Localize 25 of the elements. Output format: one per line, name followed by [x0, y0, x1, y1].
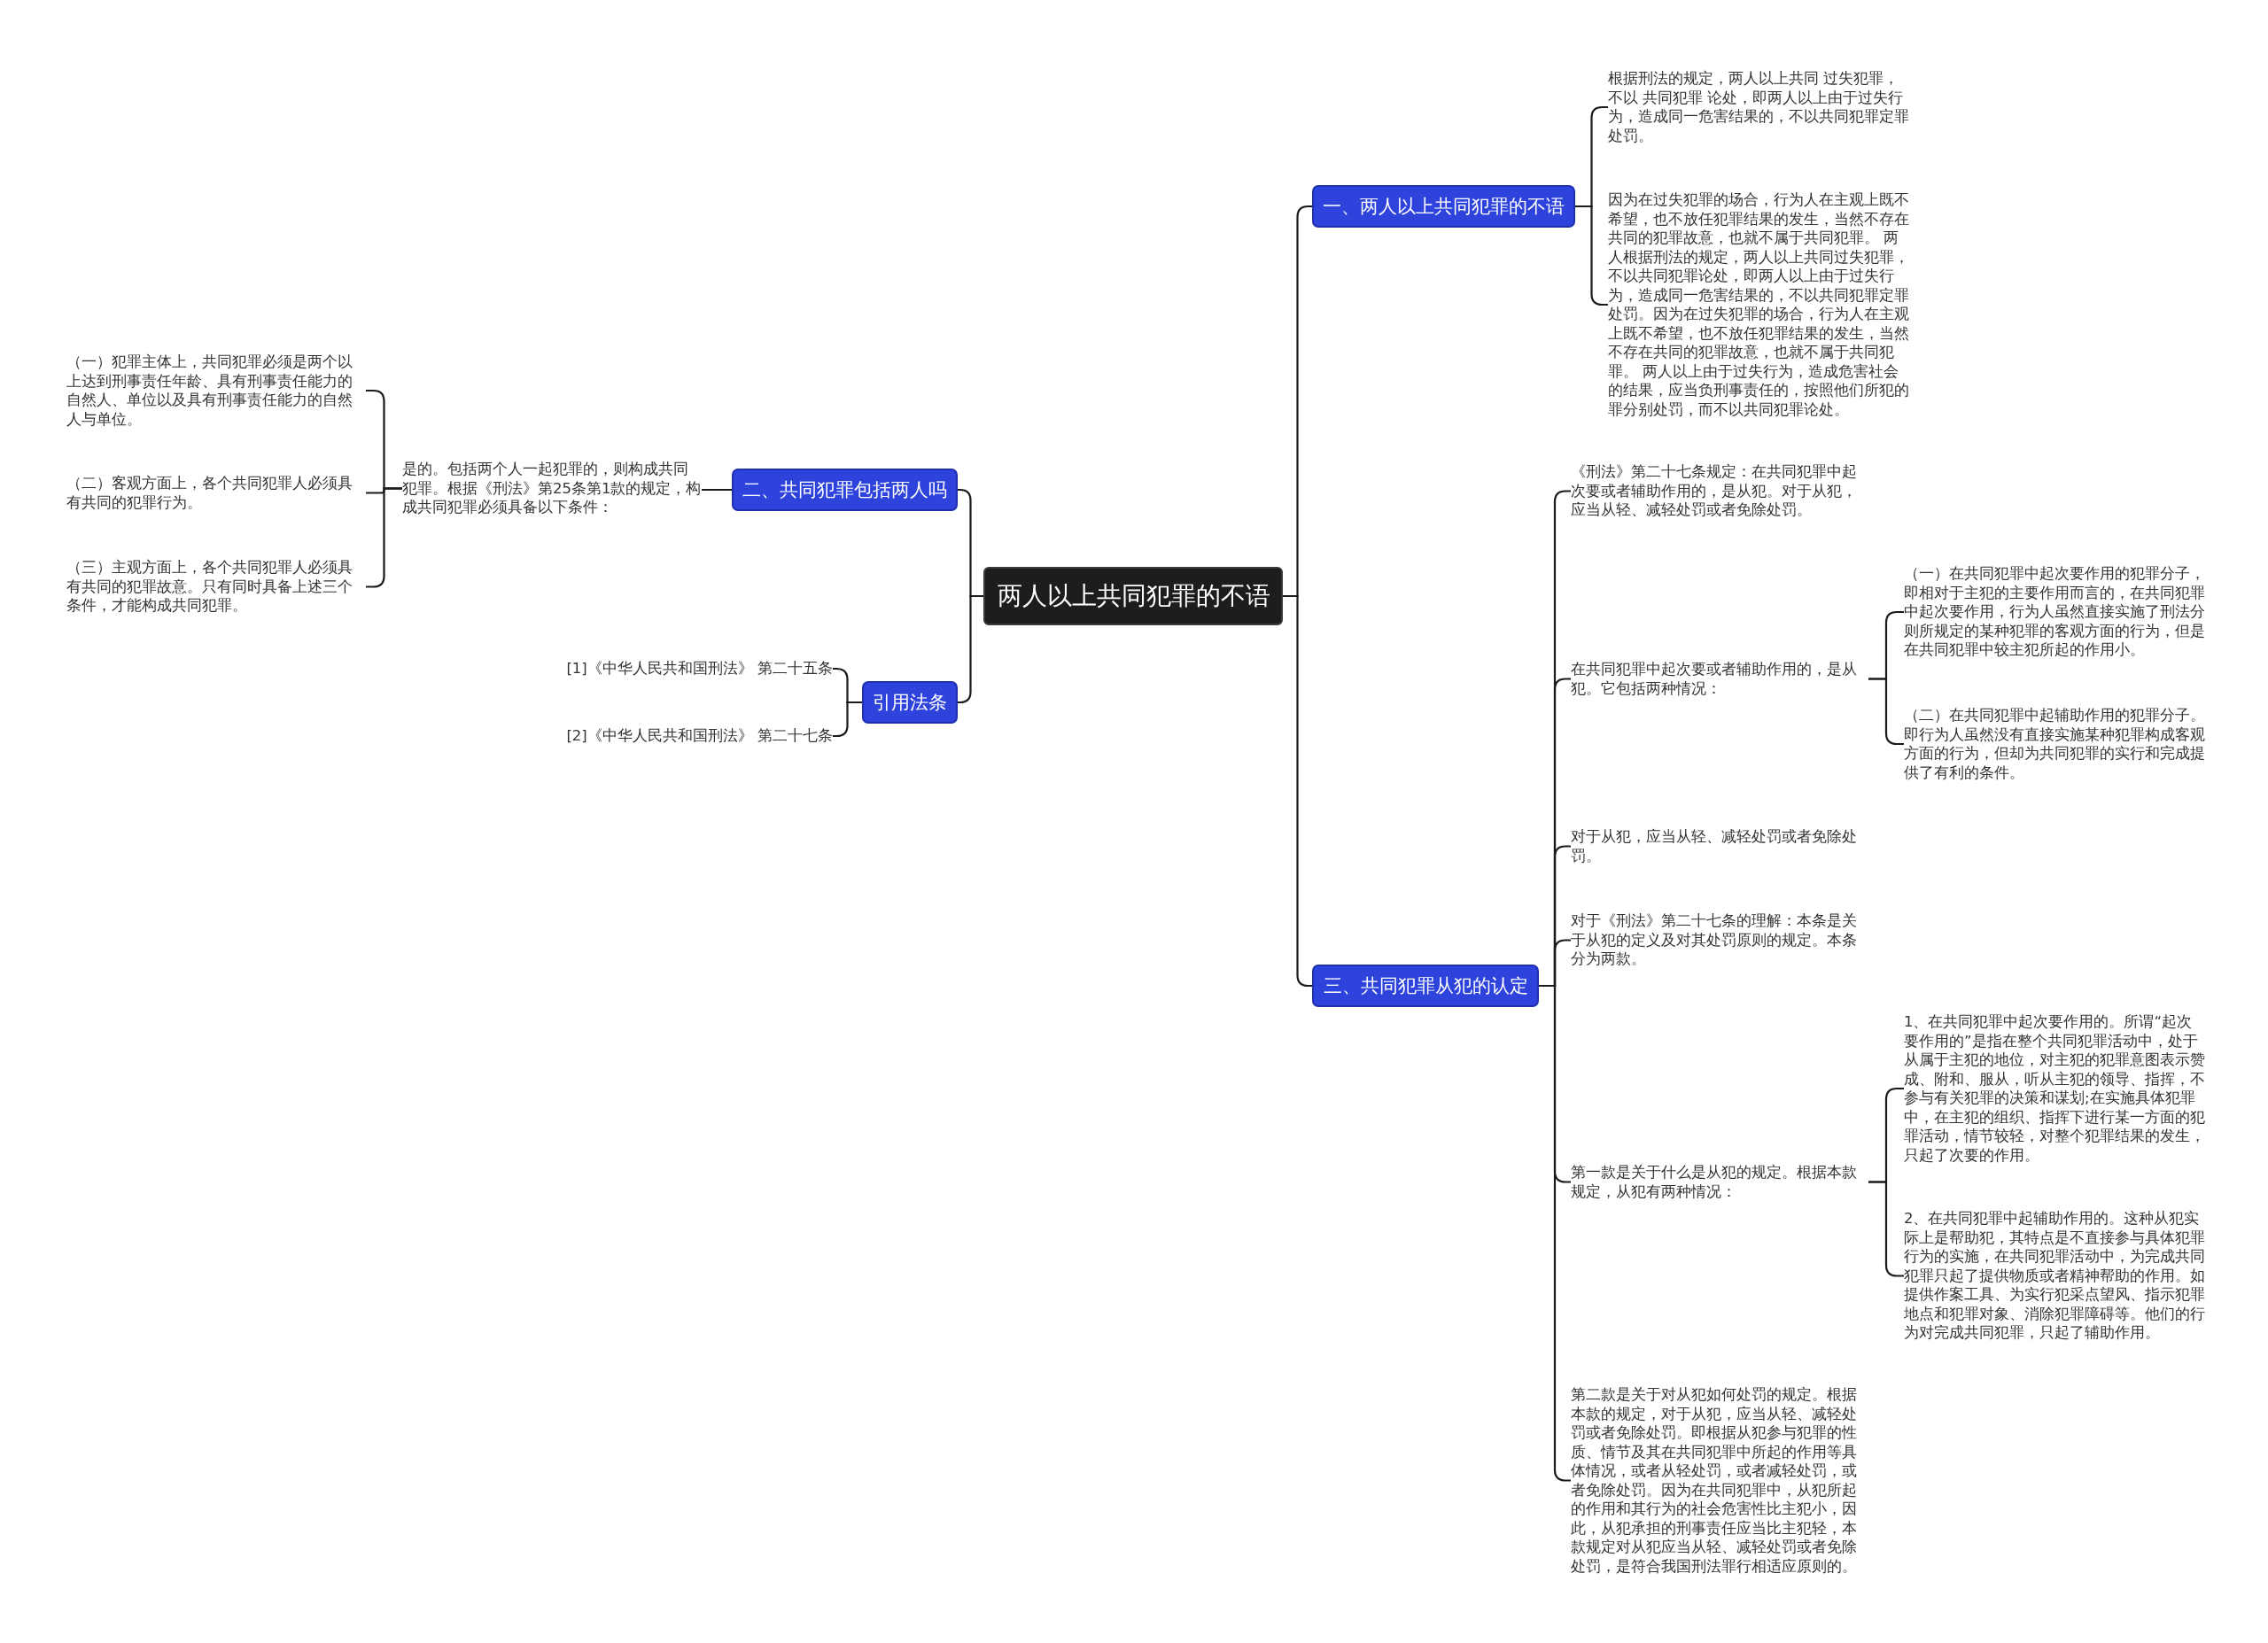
- topic-text: （二）在共同犯罪中起辅助作用的犯罪分子。即行为人虽然没有直接实施某种犯罪构成客观方面的行为，但却为共同犯罪的实行和完成提供了有利的条件。: [1904, 706, 2205, 782]
- topic-text: 根据刑法的规定，两人以上共同 过失犯罪，不以 共同犯罪 论处，即两人以上由于过失行为，造成同一危害结果的，不以共同犯罪定罪处罚。: [1608, 69, 1909, 145]
- topic-text: （一）犯罪主体上，共同犯罪必须是两个以上达到刑事责任年龄、具有刑事责任能力的自然人、单位以及具有刑事责任能力的自然人与单位。: [66, 353, 366, 429]
- topic-text: （三）主观方面上，各个共同犯罪人必须具有共同的犯罪故意。只有同时具备上述三个条件，才能构成共同犯罪。: [66, 558, 366, 616]
- topic-box: 引用法条: [862, 681, 958, 724]
- topic-text: 对于《刑法》第二十七条的理解：本条是关于从犯的定义及对其处罚原则的规定。本条分为两款。: [1571, 911, 1868, 969]
- topic-text: （二）客观方面上，各个共同犯罪人必须具有共同的犯罪行为。: [66, 474, 366, 512]
- topic-text: （一）在共同犯罪中起次要作用的犯罪分子，即相对于主犯的主要作用而言的，在共同犯罪中起次要作用，行为人虽然直接实施了刑法分则所规定的某种犯罪的客观方面的行为，但是在共同犯罪中较主犯所起的作用小。: [1904, 564, 2205, 660]
- topic-text: 2、在共同犯罪中起辅助作用的。这种从犯实际上是帮助犯，其特点是不直接参与具体犯罪行为的实施，在共同犯罪活动中，为完成共同犯罪只起了提供物质或者精神帮助的作用。如提供作案工具、为实行犯采点望风、指示犯罪地点和犯罪对象、消除犯罪障碍等。他们的行为对完成共同犯罪，只起了辅助作用。: [1904, 1209, 2205, 1343]
- topic-text: [1]《中华人民共和国刑法》 第二十五条: [549, 659, 833, 678]
- connector-line: [702, 488, 732, 492]
- topic-text: 《刑法》第二十七条规定：在共同犯罪中起次要或者辅助作用的，是从犯。对于从犯，应当从轻、减轻处罚或者免除处罚。: [1571, 462, 1868, 520]
- topic-text: 第一款是关于什么是从犯的规定。根据本款规定，从犯有两种情况：: [1571, 1163, 1868, 1201]
- topic-box: 三、共同犯罪从犯的认定: [1312, 965, 1539, 1007]
- topic-text: 是的。包括两个人一起犯罪的，则构成共同犯罪。根据《刑法》第25条第1款的规定，构成共同犯罪必须具备以下条件：: [402, 460, 702, 517]
- topic-box: 一、两人以上共同犯罪的不语: [1312, 185, 1575, 228]
- topic-text: 对于从犯，应当从轻、减轻处罚或者免除处罚。: [1571, 827, 1868, 865]
- topic-text: [2]《中华人民共和国刑法》 第二十七条: [549, 726, 833, 746]
- topic-box: 二、共同犯罪包括两人吗: [732, 469, 958, 511]
- topic-text: 1、在共同犯罪中起次要作用的。所谓“起次要作用的”是指在整个共同犯罪活动中，处于从属于主犯的地位，对主犯的犯罪意图表示赞成、附和、服从，听从主犯的领导、指挥，不参与有关犯罪的决策和谋划;在实施具体犯罪中，在主犯的组织、指挥下进行某一方面的犯罪活动，情节较轻，对整个犯罪结果的发生，只起了次要的作用。: [1904, 1012, 2205, 1165]
- topic-text: 在共同犯罪中起次要或者辅助作用的，是从犯。它包括两种情况：: [1571, 660, 1868, 698]
- connector-line: [1283, 594, 1312, 988]
- topic-text: 因为在过失犯罪的场合，行为人在主观上既不希望，也不放任犯罪结果的发生，当然不存在共同的犯罪故意，也就不属于共同犯罪。 两人根据刑法的规定，两人以上共同过失犯罪，不以共同犯罪论处，即两人以上由于过失行为，造成同一危害结果的，不以共同犯罪定罪处罚。因为在过失犯罪的场合，行为人在主观上既不希望，也不放任犯罪结果的发生，当然不存在共同的犯罪故意，也就不属于共同犯罪。 两人以上由于过失行为，造成危害社会的结果，应当负刑事责任的，按照他们所犯的罪分别处罚，而不以共同犯罪论处。: [1608, 190, 1909, 419]
- topic-text: 第二款是关于对从犯如何处罚的规定。根据本款的规定，对于从犯，应当从轻、减轻处罚或者免除处罚。即根据从犯参与犯罪的性质、情节及其在共同犯罪中所起的作用等具体情况，或者从轻处罚，或者减轻处罚，或者免除处罚。因为在共同犯罪中，从犯所起的作用和其行为的社会危害性比主犯小，因此，从犯承担的刑事责任应当比主犯轻，本款规定对从犯应当从轻、减轻处罚或者免除处罚，是符合我国刑法罪行相适应原则的。: [1571, 1385, 1868, 1576]
- central-topic: 两人以上共同犯罪的不语: [983, 567, 1283, 625]
